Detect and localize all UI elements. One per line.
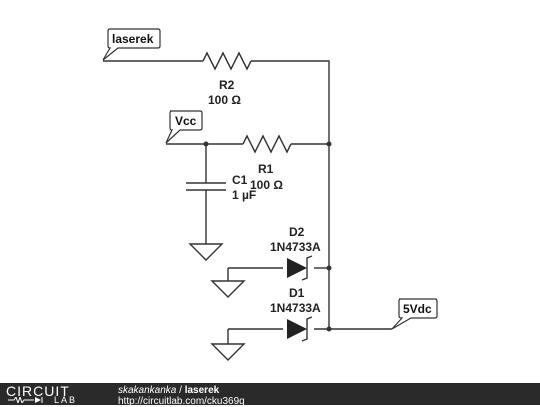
zener-diode-d1-value: 1N4733A (270, 301, 321, 315)
footer-bar: CIRCUIT LAB skakankanka / laserek http:/… (0, 383, 540, 407)
circuitlab-logo[interactable]: CIRCUIT LAB (6, 383, 96, 405)
project-breadcrumb: skakankanka / laserek (118, 385, 245, 396)
junction-dots (203, 141, 332, 332)
net-flag-vcc-text: Vcc (175, 114, 197, 128)
resistor-r2-ref: R2 (219, 78, 235, 92)
capacitor-c1-ref: C1 (232, 173, 248, 187)
wires (103, 60, 392, 344)
resistor-r1-value: 100 Ω (250, 178, 283, 192)
zener-diode-d1-ref: D1 (289, 286, 305, 300)
capacitor-c1[interactable]: C1 1 µF (186, 173, 256, 202)
resistor-r1[interactable]: R1 100 Ω (242, 134, 292, 192)
breadcrumb-separator: / (176, 385, 185, 396)
net-flag-laserek[interactable]: laserek (102, 28, 161, 61)
resistor-r2[interactable]: R2 100 Ω (202, 51, 252, 107)
net-flag-5vdc[interactable]: 5Vdc (391, 298, 438, 330)
net-flag-vcc[interactable]: Vcc (165, 110, 203, 144)
project-meta: skakankanka / laserek http://circuitlab.… (118, 385, 245, 407)
ground-symbol-c1[interactable] (188, 243, 224, 261)
author-link[interactable]: skakankanka (118, 385, 177, 396)
net-flag-laserek-text: laserek (112, 32, 154, 46)
schematic-canvas: laserek Vcc 5Vdc R2 100 Ω (102, 28, 438, 361)
zener-diode-d2-value: 1N4733A (270, 240, 321, 254)
zener-diode-d1[interactable]: D1 1N4733A (270, 286, 321, 342)
project-title-link[interactable]: laserek (184, 385, 220, 396)
capacitor-c1-value: 1 µF (232, 188, 256, 202)
logo-circuit-icon (8, 397, 43, 403)
project-url[interactable]: http://circuitlab.com/cku369q (118, 396, 245, 407)
logo-text-lab: LAB (54, 395, 78, 405)
ground-symbol-d1[interactable] (210, 343, 246, 361)
resistor-r1-ref: R1 (258, 162, 274, 176)
zener-diode-d2[interactable]: D2 1N4733A (270, 225, 321, 281)
net-flag-5vdc-text: 5Vdc (403, 302, 432, 316)
resistor-r2-value: 100 Ω (208, 93, 241, 107)
logo-text-circuit: CIRCUIT (6, 383, 70, 399)
ground-symbol-d2[interactable] (210, 280, 246, 298)
zener-diode-d2-ref: D2 (289, 225, 305, 239)
